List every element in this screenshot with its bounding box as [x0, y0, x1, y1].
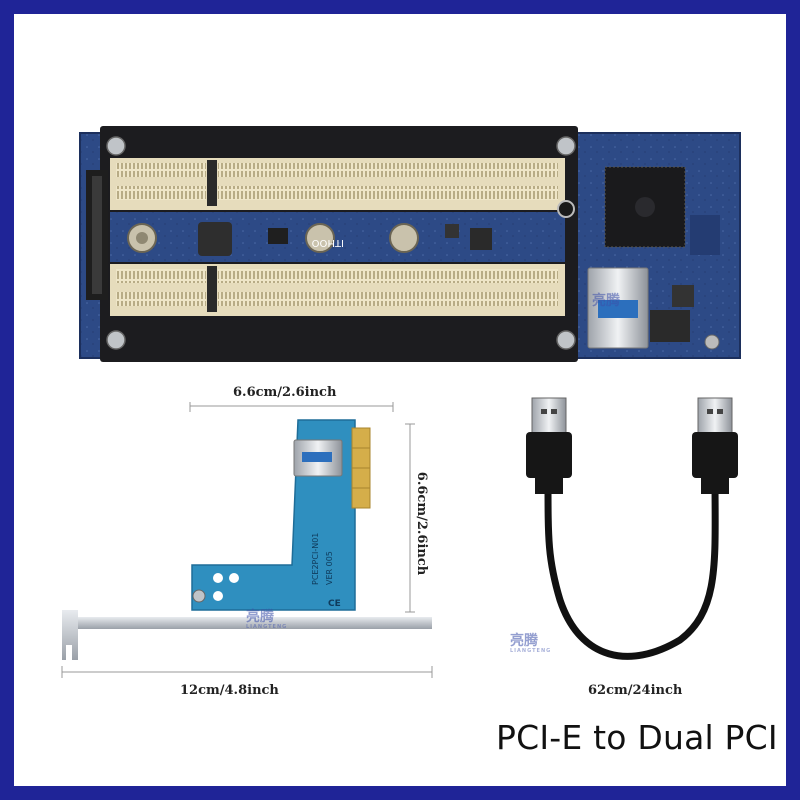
watermark-text: 亮腾	[246, 609, 274, 625]
watermark-subtext: LIANGTENG	[246, 624, 288, 630]
dimension-lines	[61, 402, 433, 678]
watermark-logo-adapter: 亮腾 LIANGTENG	[246, 606, 287, 630]
watermark-subtext: LIANGTENG	[510, 648, 552, 654]
mounting-bracket	[62, 617, 432, 629]
pci-slot-lower	[110, 264, 565, 316]
ce-mark: CE	[328, 599, 341, 609]
watermark-text: 亮腾	[510, 633, 538, 649]
width-dimension-label: 6.6cm/2.6inch	[233, 385, 337, 400]
adapter-model-label: PCE2PCI-N01	[311, 533, 320, 585]
watermark-logo-cable: 亮腾 LIANGTENG	[510, 630, 551, 654]
usb-cable	[526, 397, 738, 660]
dual-pci-board: ITHOO	[79, 126, 741, 362]
watermark-text: 亮腾	[592, 293, 620, 309]
product-caption: PCI-E to Dual PCI	[496, 718, 778, 757]
watermark-logo-board: 亮腾	[592, 290, 620, 310]
board-brand-label: ITHOO	[312, 237, 344, 248]
pci-slot-upper	[110, 158, 565, 210]
length-dimension-label: 12cm/4.8inch	[180, 683, 279, 698]
cable-length-label: 62cm/24inch	[588, 683, 683, 698]
pcie-adapter-card: PCE2PCI-N01 VER 005 CE	[62, 419, 432, 660]
adapter-version-label: VER 005	[325, 551, 334, 585]
height-dimension-label: 6.6cm/2.6inch	[414, 471, 430, 576]
